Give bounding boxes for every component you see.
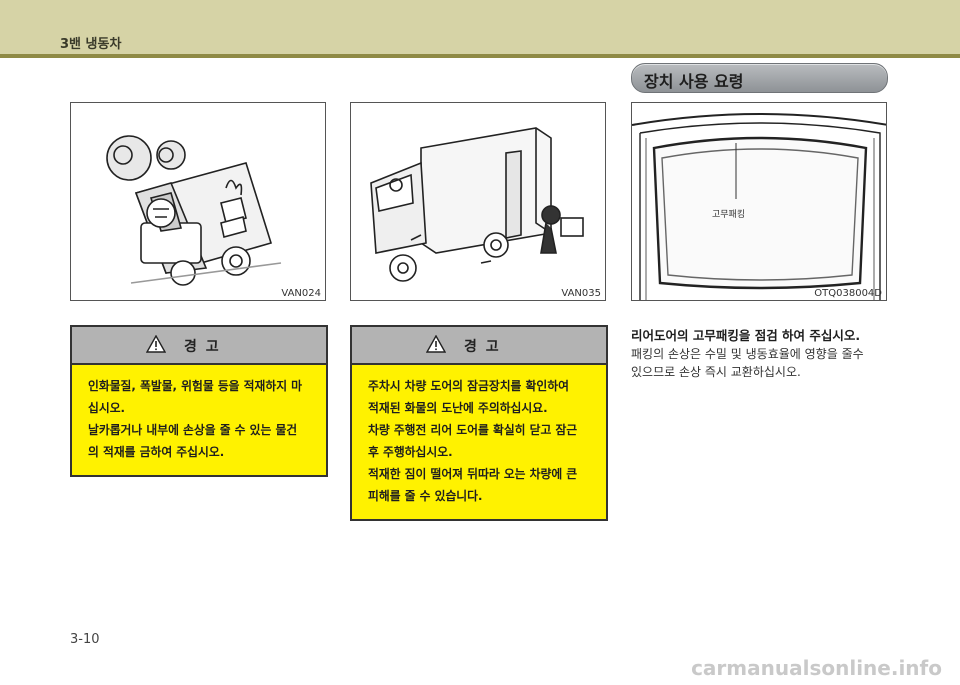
warning-line: 십시오.	[88, 401, 126, 415]
warning-line: 차량 주행전 리어 도어를 확실히 닫고 잠근	[368, 423, 578, 437]
warning-body: 주차시 차량 도어의 잠금장치를 확인하여 적재된 화물의 도난에 주의하십시요…	[352, 365, 606, 519]
figure-door-gasket: 고무패킹 OTQ038004D	[631, 102, 887, 301]
instruction-body: 패킹의 손상은 수밀 및 냉동효율에 영향을 줄수 있으므로 손상 즉시 교환하…	[631, 345, 896, 381]
warning-box-hazard: 경 고 인화물질, 폭발물, 위험물 등을 적재하지 마 십시오. 날카롭거나 …	[70, 325, 328, 477]
warning-box-theft: 경 고 주차시 차량 도어의 잠금장치를 확인하여 적재된 화물의 도난에 주의…	[350, 325, 608, 521]
header-divider	[0, 54, 960, 58]
instruction-line: 패킹의 손상은 수밀 및 냉동효율에 영향을 줄수	[631, 347, 864, 361]
watermark: carmanualsonline.info	[691, 656, 942, 680]
warning-header: 경 고	[72, 327, 326, 365]
warning-line: 적재한 짐이 떨어져 뒤따라 오는 차량에 큰	[368, 467, 578, 481]
warning-body: 인화물질, 폭발물, 위험물 등을 적재하지 마 십시오. 날카롭거나 내부에 …	[72, 365, 326, 475]
warning-title: 경 고	[464, 339, 501, 355]
warning-title: 경 고	[184, 339, 221, 355]
section-title: 장치 사용 요령	[644, 72, 744, 91]
gasket-label: 고무패킹	[712, 210, 746, 220]
warning-triangle-icon	[146, 335, 166, 353]
warning-line: 의 적재를 금하여 주십시오.	[88, 445, 225, 459]
figure-hazard-cargo: VAN024	[70, 102, 326, 301]
truck-fire-illustration	[106, 135, 282, 286]
truck-theft-illustration	[370, 127, 584, 282]
figure-code: VAN035	[561, 288, 601, 299]
page-number: 3-10	[70, 632, 100, 647]
section-title-pill: 장치 사용 요령	[631, 63, 888, 93]
warning-line: 적재된 화물의 도난에 주의하십시요.	[368, 401, 548, 415]
chapter-title: 3밴 냉동차	[60, 37, 122, 52]
warning-line: 후 주행하십시오.	[368, 445, 453, 459]
instruction-title: 리어도어의 고무패킹을 점검 하여 주십시오.	[631, 328, 861, 343]
warning-line: 인화물질, 폭발물, 위험물 등을 적재하지 마	[88, 379, 303, 393]
warning-line: 피해를 줄 수 있습니다.	[368, 489, 483, 503]
warning-triangle-icon	[426, 335, 446, 353]
warning-line: 주차시 차량 도어의 잠금장치를 확인하여	[368, 379, 569, 393]
figure-code: OTQ038004D	[814, 288, 882, 299]
rear-door-gasket-illustration	[632, 113, 886, 300]
instruction-line: 있으므로 손상 즉시 교환하십시오.	[631, 365, 801, 379]
warning-header: 경 고	[352, 327, 606, 365]
header-band	[0, 0, 960, 56]
figure-cargo-theft: VAN035	[350, 102, 606, 301]
figure-code: VAN024	[281, 288, 321, 299]
warning-line: 날카롭거나 내부에 손상을 줄 수 있는 물건	[88, 423, 298, 437]
